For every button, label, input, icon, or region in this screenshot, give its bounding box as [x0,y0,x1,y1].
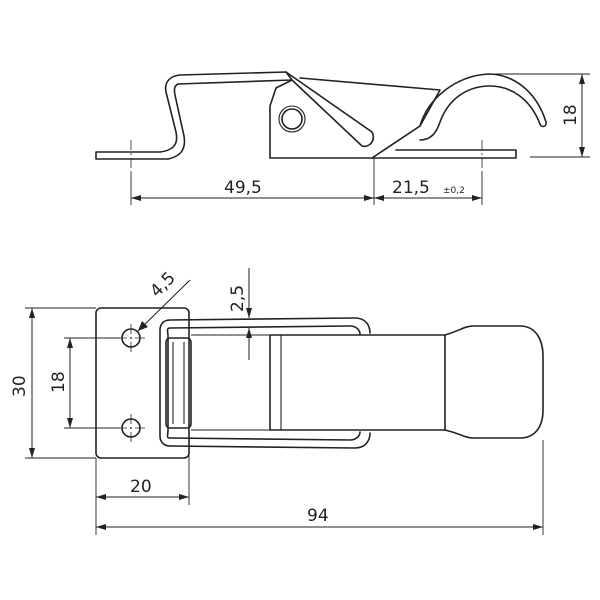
side-lever-wire [285,71,375,148]
dim-arrow [179,494,189,500]
side-wire-bail [159,71,293,160]
front-view: 4,5 2,5 30 18 20 94 [10,268,544,535]
dim-label-side-length: 49,5 [224,178,262,198]
dim-label-plate-width: 20 [130,477,152,497]
dim-arrow [246,328,252,338]
dim-arrow [96,524,106,530]
side-base-strip [95,149,517,160]
side-hook [419,73,547,141]
front-mounting-plate [95,307,190,459]
front-wire-bail [169,317,371,449]
side-view: 49,5 21,5 ±0,2 18 [95,71,590,205]
dim-leader-hole [137,279,191,332]
dim-arrow [29,448,35,458]
dim-tolerance-side-offset: ±0,2 [443,186,465,196]
dim-label-side-offset: 21,5 [392,178,430,198]
front-hinge-roll [165,337,192,429]
dim-arrow [138,321,148,331]
dim-arrow [67,418,73,428]
dim-arrow [364,195,374,201]
dim-label-side-height: 18 [561,104,581,126]
dim-arrow [579,147,585,157]
front-lever-body [269,334,446,431]
dim-arrow [472,195,482,201]
dim-label-total-length: 94 [307,506,329,526]
dim-arrow [579,74,585,84]
dim-arrow [246,308,252,318]
dim-label-hole-spacing: 18 [49,371,69,393]
dim-label-thickness: 2,5 [228,285,248,312]
dim-arrow [96,494,106,500]
side-pivot-hole [281,108,303,130]
dim-arrow [29,308,35,318]
front-wire-bail-ends [159,319,171,447]
dim-arrow [374,195,384,201]
dim-label-hole-dia: 4,5 [146,268,179,301]
dim-arrow [67,338,73,348]
side-pivot-ring [278,105,306,133]
dim-arrow [131,195,141,201]
side-lever-body [269,77,441,159]
dim-arrow [533,524,543,530]
dim-label-front-height: 30 [10,375,30,397]
front-hook-tab [444,325,544,439]
